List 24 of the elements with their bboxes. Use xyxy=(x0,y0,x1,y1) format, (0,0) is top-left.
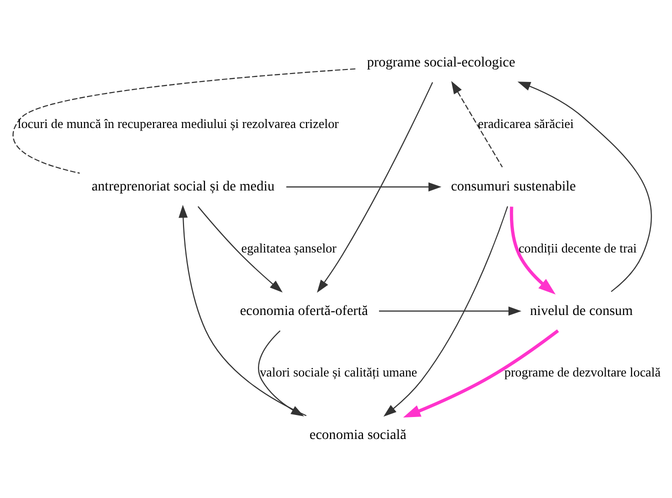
node-text: economia socială xyxy=(309,426,406,443)
arrow xyxy=(518,82,652,292)
arrow xyxy=(286,182,442,192)
edge-label: valori sociale și calități umane xyxy=(260,364,418,380)
edge-label: eradicarea sărăciei xyxy=(478,116,574,132)
node-text: consumuri sustenabile xyxy=(450,178,576,195)
arrow xyxy=(198,206,283,293)
edge-label: programe de dezvoltare locală xyxy=(504,364,661,380)
arrow xyxy=(316,82,434,293)
arrow xyxy=(379,306,522,316)
edge-label: condiții decente de trai xyxy=(518,240,637,256)
node-text: nivelul de consum xyxy=(530,302,633,319)
arrow xyxy=(258,330,304,416)
node-text: economia ofertă-ofertă xyxy=(240,302,368,319)
edge-label: egalitatea șanselor xyxy=(241,240,336,256)
arrow xyxy=(510,206,556,295)
arrow xyxy=(451,80,503,168)
arrow xyxy=(178,204,307,416)
connector xyxy=(12,68,356,174)
arrow xyxy=(383,206,508,417)
node-text: programe social-ecologice xyxy=(366,54,516,70)
node-text: antreprenoriat social și de mediu xyxy=(92,178,274,195)
edge-label: locuri de muncă în recuperarea mediului și rezolvarea crizelor xyxy=(18,116,339,132)
arrow xyxy=(403,329,559,418)
